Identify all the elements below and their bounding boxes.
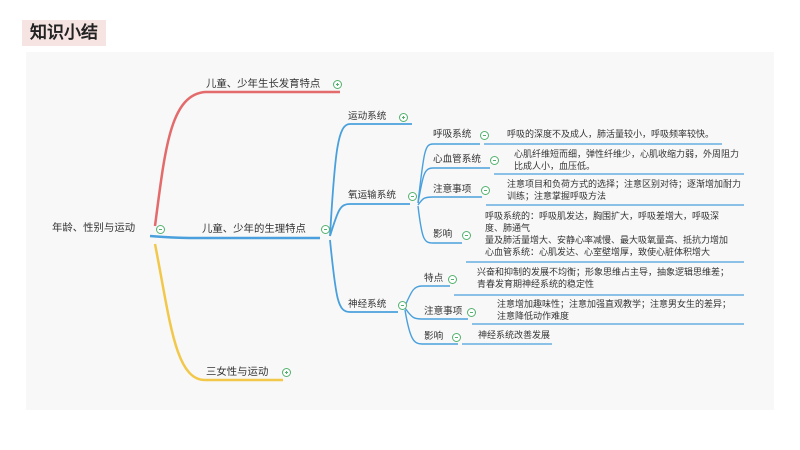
- branch-female[interactable]: 三女性与运动: [206, 366, 269, 378]
- connector-effect: [417, 205, 462, 244]
- oxygen-effect-note-2: 度、肺通气: [485, 224, 531, 234]
- features-note-2: 青春发育期神经系统的稳定性: [477, 280, 595, 290]
- respiratory-note: 呼吸的深度不及成人，肺活量较小，呼吸频率较快。: [507, 130, 715, 140]
- oxygen-attention-note-1: 注意项目和负荷方式的选择；注意区别对待；逐渐增加耐力: [507, 180, 742, 190]
- slide-title: 知识小结: [22, 20, 106, 46]
- node-nervous-effect[interactable]: 影响: [424, 331, 444, 342]
- node-cardio[interactable]: 心血管系统: [433, 154, 481, 165]
- nervous-collapse-icon[interactable]: [398, 301, 407, 310]
- connector-growth: [153, 90, 340, 227]
- node-nervous-attention[interactable]: 注意事项: [424, 306, 463, 317]
- node-respiratory[interactable]: 呼吸系统: [433, 129, 472, 140]
- growth-expand-icon[interactable]: [333, 80, 342, 89]
- connector-nervous: [329, 239, 398, 313]
- connector-resp: [417, 143, 480, 204]
- connector-female: [153, 243, 283, 382]
- oxygen-collapse-icon[interactable]: [408, 192, 417, 201]
- ns-attention-collapse-icon[interactable]: [467, 308, 476, 317]
- respiratory-collapse-icon[interactable]: [480, 131, 489, 140]
- connector-motor: [329, 123, 412, 237]
- connector-attn: [417, 196, 482, 206]
- root-collapse-icon[interactable]: [156, 225, 165, 234]
- female-expand-icon[interactable]: [282, 368, 291, 377]
- oxygen-attention-collapse-icon[interactable]: [481, 186, 490, 195]
- physiology-collapse-icon[interactable]: [321, 225, 330, 234]
- oxygen-effect-collapse-icon[interactable]: [462, 231, 471, 240]
- node-motor-system[interactable]: 运动系统: [348, 111, 387, 122]
- oxygen-effect-note-1: 呼吸系统的：呼吸肌发达，胸围扩大，呼吸差增大，呼吸深: [485, 212, 720, 222]
- features-collapse-icon[interactable]: [448, 275, 457, 284]
- node-oxygen-effect[interactable]: 影响: [433, 229, 453, 240]
- oxygen-effect-note-3: 量及肺活量增大、安静心率减慢、最大吸氧量高、抵抗力增加: [485, 236, 729, 246]
- node-nervous-system[interactable]: 神经系统: [348, 299, 387, 310]
- node-nervous-features[interactable]: 特点: [424, 273, 444, 284]
- cardio-collapse-icon[interactable]: [490, 156, 499, 165]
- node-oxygen-system[interactable]: 氧运输系统: [348, 190, 396, 201]
- connector-physiology: [149, 234, 320, 240]
- oxygen-effect-note-4: 心血管系统：心肌发达、心室壁增厚，致使心脏体积增大: [485, 248, 711, 258]
- connector-ns-effect: [404, 309, 458, 345]
- mindmap-canvas: [26, 52, 774, 410]
- branch-growth[interactable]: 儿童、少年生长发育特点: [206, 78, 321, 90]
- ns-attention-note-1: 注意增加趣味性；注意加强直观教学；注意男女生的差异；: [497, 300, 732, 310]
- branch-physiology[interactable]: 儿童、少年的生理特点: [202, 223, 306, 235]
- cardio-note-2: 比成人小，血压低。: [514, 162, 596, 172]
- root-node[interactable]: 年龄、性别与运动: [52, 222, 136, 234]
- ns-effect-collapse-icon[interactable]: [452, 333, 461, 342]
- motor-expand-icon[interactable]: [399, 113, 408, 122]
- cardio-note-1: 心肌纤维短而细，弹性纤维少，心肌收缩力弱，外周阻力: [514, 150, 740, 160]
- connector-cardio: [417, 167, 490, 204]
- node-oxygen-attention[interactable]: 注意事项: [433, 184, 472, 195]
- ns-effect-note: 神经系统改善发展: [478, 331, 551, 341]
- oxygen-attention-note-2: 训练；注意掌握呼吸方法: [507, 192, 607, 202]
- connector-ns-attn: [404, 307, 468, 320]
- connector-oxygen: [329, 203, 410, 237]
- connector-feat: [404, 285, 450, 307]
- ns-attention-note-2: 注意降低动作难度: [497, 312, 570, 322]
- features-note-1: 兴奋和抑制的发展不均衡；形象思维占主导，抽象逻辑思维差；: [477, 268, 730, 278]
